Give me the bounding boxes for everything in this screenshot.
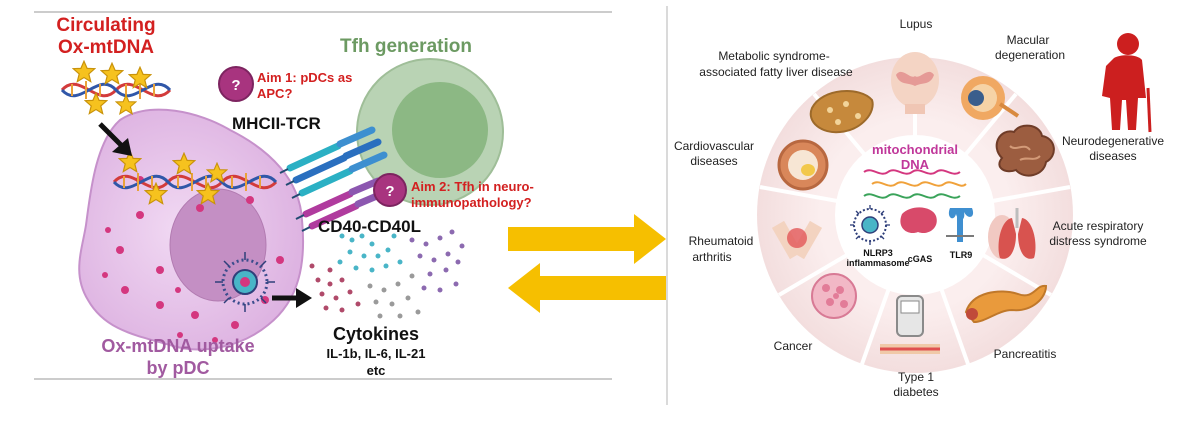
lungs-icon [988, 208, 1036, 259]
cd40-cd40l-label: CD40-CD40L [318, 217, 421, 236]
elderly-person-icon [1102, 33, 1152, 133]
aim2-line1: Aim 2: Tfh in neuro- [411, 179, 534, 194]
disease-metabolic-line2: associated fatty liver disease [699, 65, 853, 79]
disease-macular-line2: degeneration [995, 48, 1065, 62]
aim1-line2: APC? [257, 86, 292, 101]
tlr9-icon [946, 208, 974, 242]
uptake-arrow [98, 122, 132, 156]
lupus-face-icon [891, 52, 939, 114]
left-panel: ? ? Circulating Ox-mtDNA Tfh generation … [34, 11, 612, 380]
circulating-title-line2: Ox-mtDNA [58, 37, 154, 58]
aim1-question-mark: ? [231, 77, 240, 94]
disease-t1d-line2: diabetes [893, 385, 938, 399]
ox-mtdna-helix-internal [112, 150, 278, 205]
nlrp3-label: NLRP3 [863, 248, 893, 258]
receptor-complex [279, 126, 388, 232]
cytokine-cluster [309, 229, 465, 319]
right-panel: mitochondrial DNA NLRP3 inflammasome cGA… [674, 17, 1164, 399]
disease-t1d-line1: Type 1 [898, 370, 934, 384]
disease-lupus: Lupus [900, 17, 933, 31]
aim1-question-badge: ? [218, 66, 254, 102]
mtdna-center-line2: DNA [901, 157, 930, 172]
brain-icon [995, 124, 1055, 177]
circulating-title-line1: Circulating [56, 15, 155, 36]
tfh-cell [356, 58, 504, 206]
disease-macular-line1: Macular [1007, 33, 1050, 47]
inflammasome-label: inflammasome [846, 258, 909, 268]
artery-icon [777, 139, 829, 191]
aim2-question-mark: ? [385, 183, 394, 200]
pancreas-icon [964, 284, 1048, 324]
disease-cardio-line1: Cardiovascular [674, 139, 754, 153]
aim2-question-badge: ? [373, 173, 407, 207]
disease-pancreatitis: Pancreatitis [994, 347, 1057, 361]
disease-ards-line1: Acute respiratory [1053, 219, 1144, 233]
knee-joint-icon [771, 220, 823, 260]
aim2-line2: immunopathology? [411, 195, 532, 210]
disease-ra-line1: Rheumatoid [689, 234, 754, 248]
tfh-generation-label: Tfh generation [340, 36, 472, 57]
disease-metabolic-line1: Metabolic syndrome- [718, 49, 829, 63]
cytokines-etc: etc [367, 363, 386, 378]
disease-cancer: Cancer [774, 339, 813, 353]
nlrp3-inflammasome-icon [850, 205, 890, 245]
tlr9-label: TLR9 [950, 250, 973, 260]
glucometer-icon [880, 295, 940, 354]
mhcii-tcr-label: MHCII-TCR [232, 114, 321, 133]
cgas-icon [900, 207, 937, 234]
disease-cardio-line2: diseases [690, 154, 737, 168]
eye-icon [961, 76, 1020, 120]
tumor-icon [811, 273, 857, 319]
uptake-label-line2: by pDC [147, 358, 210, 378]
cytokines-title: Cytokines [333, 324, 419, 344]
uptake-label-line1: Ox-mtDNA uptake [101, 336, 254, 356]
pdc-cell [78, 108, 305, 351]
cytokines-list: IL-1b, IL-6, IL-21 [327, 346, 426, 361]
cytokine-release-arrow [272, 288, 312, 308]
ox-mtdna-helix-top [60, 60, 172, 115]
disease-neuro-line2: diseases [1089, 149, 1136, 163]
disease-ra-line2: arthritis [692, 250, 731, 264]
mtdna-center-line1: mitochondrial [872, 142, 958, 157]
disease-neuro-line1: Neurodegenerative [1062, 134, 1164, 148]
endosome-particle [215, 252, 275, 312]
arrow-left [508, 263, 666, 313]
liver-icon [809, 89, 874, 134]
disease-ards-line2: distress syndrome [1049, 234, 1147, 248]
aim1-line1: Aim 1: pDCs as [257, 70, 352, 85]
arrow-right [508, 214, 666, 264]
pdc-granules [102, 176, 284, 343]
center-mtdna-strands [863, 169, 967, 199]
cgas-label: cGAS [908, 254, 933, 264]
